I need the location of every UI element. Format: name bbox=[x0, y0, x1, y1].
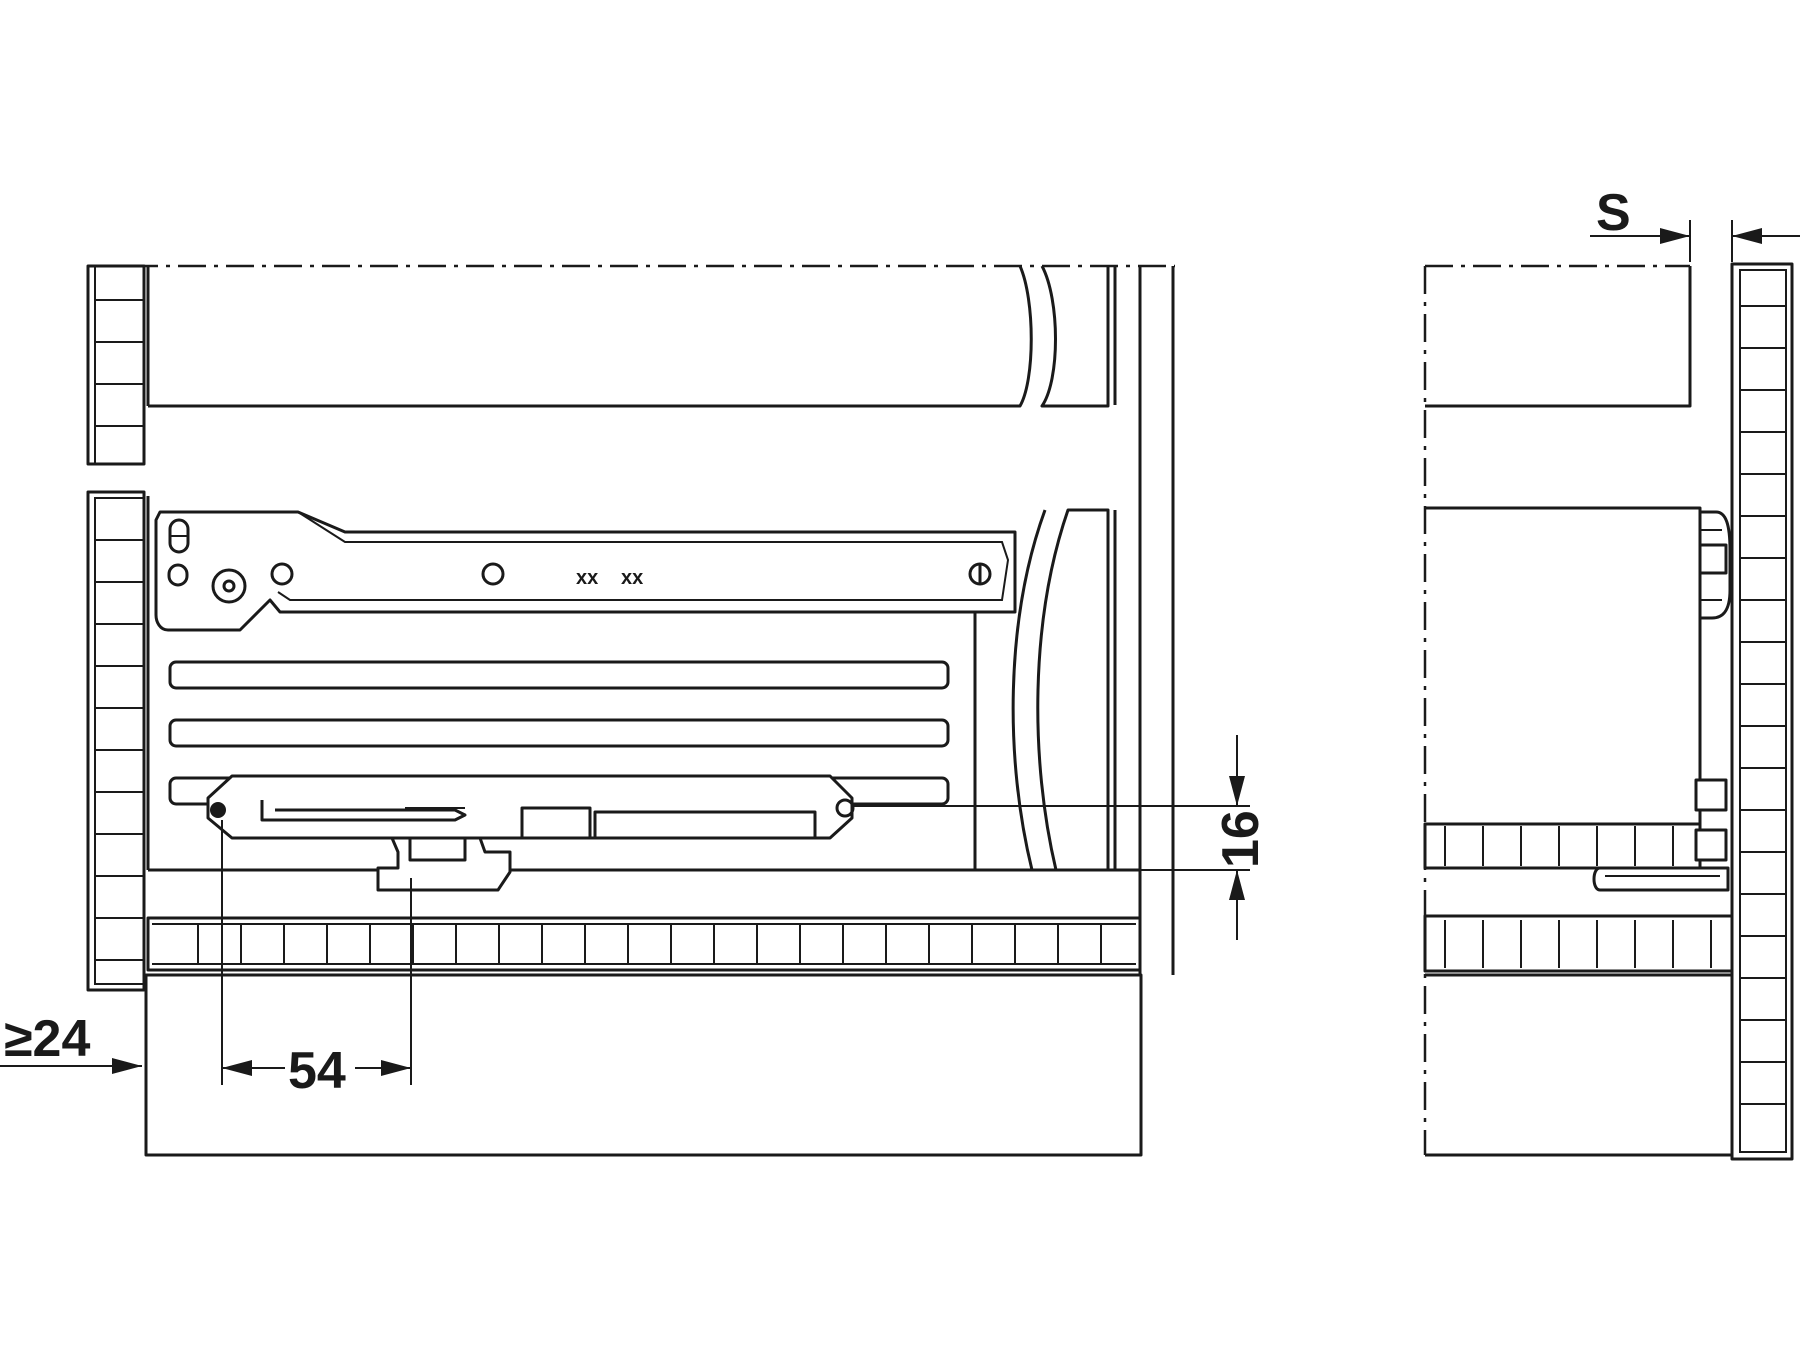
dimension-s: S bbox=[1590, 184, 1800, 262]
dimension-16-label: 16 bbox=[1212, 810, 1270, 868]
dimension-s-label: S bbox=[1596, 184, 1631, 242]
cabinet-side-wall bbox=[1730, 262, 1794, 1161]
drawer-front bbox=[144, 973, 1143, 1157]
drawer-body bbox=[146, 496, 1140, 872]
soft-close-mechanism bbox=[206, 774, 855, 892]
mounting-hardware bbox=[1592, 510, 1732, 892]
bottom-panel bbox=[146, 916, 1142, 972]
dimension-24-label: ≥24 bbox=[4, 1010, 90, 1068]
dimension-54: 54 bbox=[222, 1042, 411, 1100]
dimension-24: ≥24 bbox=[0, 1010, 142, 1074]
runner-slide: xx xx bbox=[154, 510, 1017, 632]
dimension-16: 16 bbox=[852, 735, 1270, 940]
side-view: S bbox=[1423, 184, 1800, 1161]
dimension-54-label: 54 bbox=[288, 1042, 346, 1100]
svg-text:xx: xx bbox=[576, 567, 598, 589]
left-side-panel-lower bbox=[86, 490, 146, 992]
upper-drawer bbox=[146, 265, 1110, 408]
side-front-bottom bbox=[1423, 914, 1734, 973]
side-drawer-bottom bbox=[1423, 822, 1702, 870]
front-view: xx xx bbox=[0, 264, 1270, 1157]
left-side-panel-upper bbox=[86, 264, 146, 466]
svg-text:xx: xx bbox=[621, 567, 643, 589]
